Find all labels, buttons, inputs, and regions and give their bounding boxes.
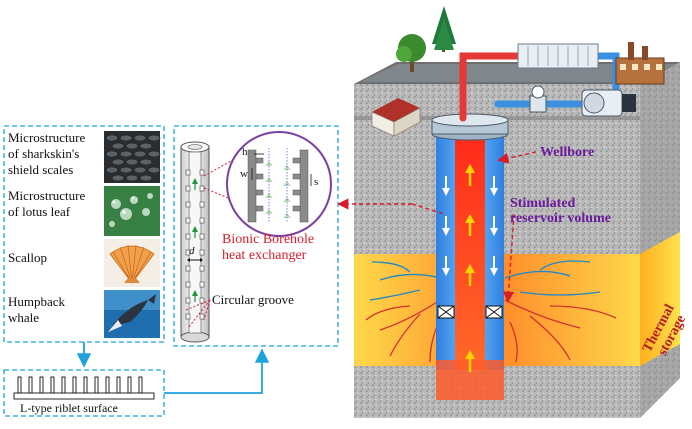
label-bionic-exchanger: Bionic Borehole heat exchanger — [222, 232, 315, 263]
label-srv: Stimulated reservoir volume — [510, 196, 611, 226]
thermal-storage-side — [640, 232, 680, 366]
riblet-zoom-circle — [226, 131, 332, 237]
pump — [581, 89, 636, 117]
label-sharkskin: Microstructure of sharkskin's shield sca… — [8, 130, 86, 177]
scallop-image — [104, 239, 160, 287]
trees — [396, 6, 456, 72]
label-dimension-w: w — [240, 168, 248, 180]
groove-pointer — [185, 299, 211, 329]
label-humpback-whale: Humpback whale — [8, 294, 66, 325]
label-dimension-d: d — [189, 245, 195, 257]
heat-exchanger-unit — [517, 43, 599, 69]
grooved-tube — [180, 141, 210, 343]
humpback-whale-image — [104, 290, 160, 338]
zoom-line-upper — [203, 159, 234, 177]
label-scallop: Scallop — [8, 250, 47, 265]
riblet-surface-drawing — [13, 376, 155, 400]
flow-meter — [529, 85, 547, 113]
label-wellbore: Wellbore — [540, 145, 595, 160]
heat-exchanger-panel — [173, 125, 339, 347]
wellhead — [431, 113, 509, 141]
lotus-leaf-image — [104, 186, 160, 236]
sharkskin-image — [104, 131, 161, 183]
factory — [615, 42, 665, 85]
riblet-panel — [3, 369, 165, 417]
wellbore-pointer — [497, 151, 537, 164]
fracture-network — [365, 260, 617, 363]
srv-pointer — [502, 213, 515, 303]
label-dimension-s: s — [314, 176, 319, 188]
zoom-line-lower — [203, 187, 234, 201]
wellbore — [436, 134, 504, 400]
arrow-riblet-to-exchanger — [164, 348, 270, 394]
label-lotus-leaf: Microstructure of lotus leaf — [8, 188, 86, 219]
house — [371, 98, 421, 137]
label-dimension-h: h — [242, 146, 248, 158]
label-riblet-surface: L-type riblet surface — [20, 401, 118, 415]
wellbore-to-panel-link — [411, 203, 445, 215]
label-circular-groove: Circular groove — [212, 292, 294, 307]
